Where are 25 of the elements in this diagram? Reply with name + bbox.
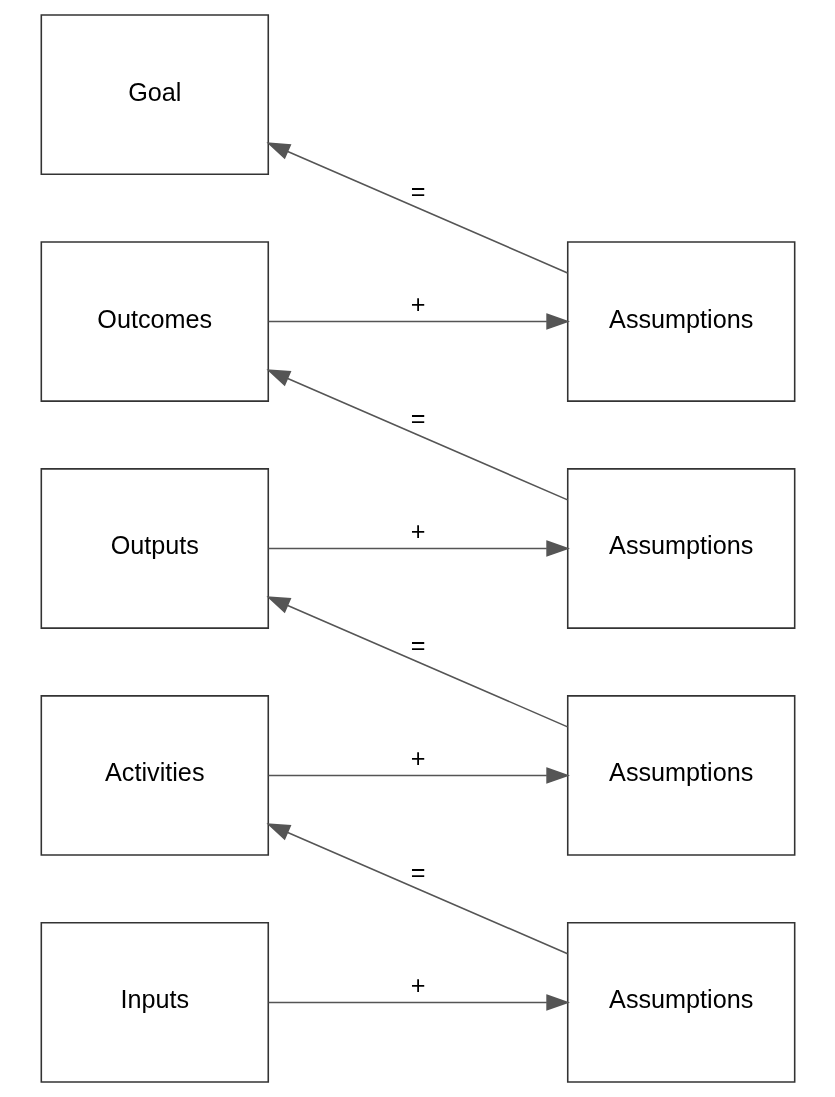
edge-label: + <box>410 290 425 319</box>
edge-label: + <box>410 744 425 773</box>
arrow <box>265 142 568 274</box>
edge-label: + <box>410 517 425 546</box>
edge-label: + <box>410 971 425 1000</box>
arrow <box>267 540 570 557</box>
node-box: Assumptions <box>566 468 795 629</box>
arrow <box>267 767 570 784</box>
arrow <box>265 369 568 501</box>
edge-label: = <box>410 630 425 659</box>
node-box: Assumptions <box>566 695 795 856</box>
node-box: Goal <box>40 14 269 175</box>
node-box: Activities <box>40 695 269 856</box>
arrow <box>267 313 570 330</box>
node-box: Outputs <box>40 468 269 629</box>
edge-label: = <box>410 176 425 205</box>
node-box: Assumptions <box>566 241 795 402</box>
node-box: Assumptions <box>566 922 795 1083</box>
arrow <box>267 994 570 1011</box>
arrow <box>265 823 568 955</box>
node-box: Outcomes <box>40 241 269 402</box>
node-box: Inputs <box>40 922 269 1083</box>
edge-label: = <box>410 403 425 432</box>
edge-label: = <box>410 857 425 886</box>
arrow <box>265 596 568 728</box>
